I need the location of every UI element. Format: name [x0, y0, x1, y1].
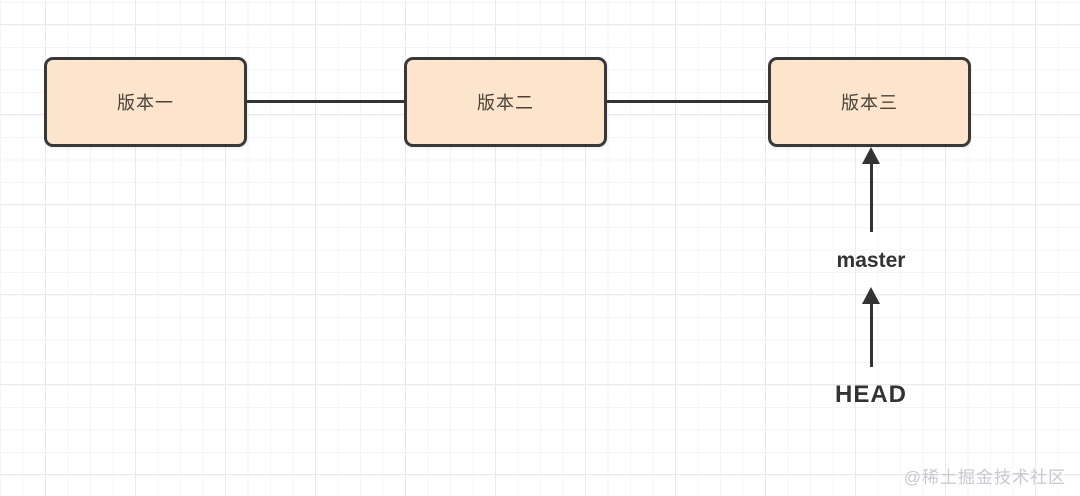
- arrow-up-icon: [862, 147, 880, 164]
- watermark: @稀土掘金技术社区: [903, 468, 1066, 487]
- arrow-master-to-version3: [862, 147, 880, 233]
- arrow-shaft: [869, 161, 873, 232]
- connector-version2-version3: [606, 100, 770, 103]
- arrow-shaft: [869, 301, 873, 367]
- label-master: master: [836, 249, 906, 272]
- node-version-3: 版本三: [768, 57, 971, 147]
- arrow-up-icon: [862, 287, 880, 304]
- connector-version1-version2: [246, 100, 406, 103]
- label-head: HEAD: [834, 381, 907, 408]
- arrow-head-to-master: [862, 287, 880, 368]
- node-version-1: 版本一: [44, 57, 247, 147]
- node-version-3-label: 版本三: [841, 93, 898, 113]
- node-version-2-label: 版本二: [477, 93, 534, 113]
- node-version-2: 版本二: [404, 57, 607, 147]
- node-version-1-label: 版本一: [117, 93, 174, 113]
